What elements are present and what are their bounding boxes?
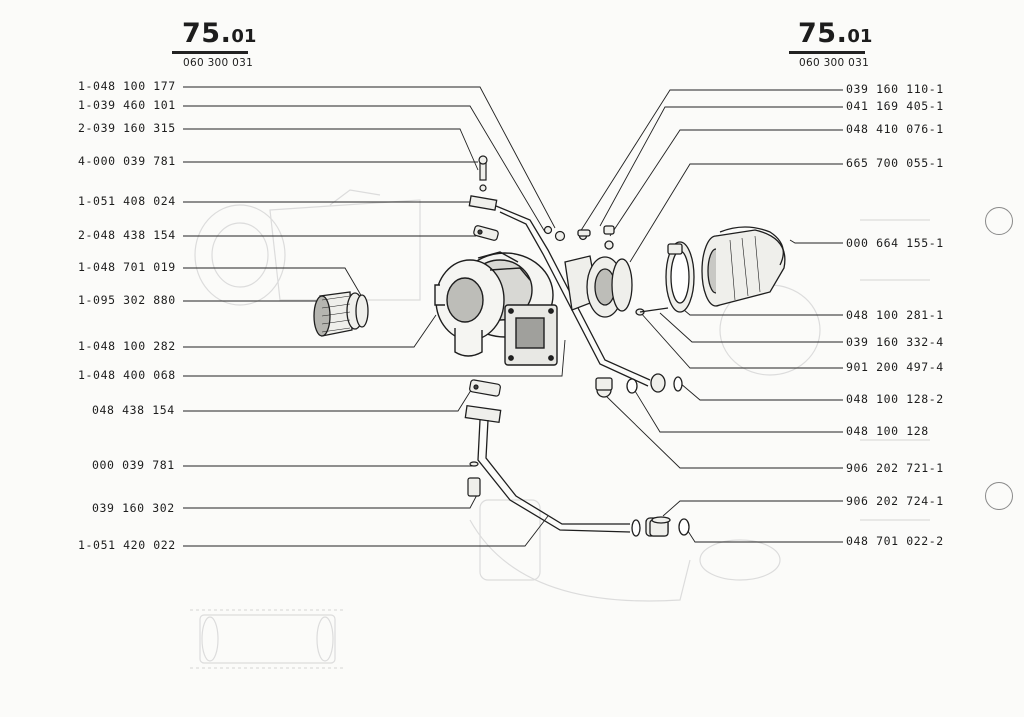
air-inlet-filter [313,291,369,337]
page-number-main: 75. [182,18,232,49]
part-label: 039 160 332-4 [846,335,944,349]
part-label: 041 169 405-1 [846,99,944,113]
part-label: 1-048 100 282 [78,339,176,353]
gaskets-washers [467,155,566,497]
part-label: 2-048 438 154 [78,228,176,242]
part-label: 1-048 400 068 [78,368,176,382]
part-label: 048 100 128 [846,424,929,438]
part-label: 1-095 302 880 [78,293,176,307]
hose-elbow [595,226,786,537]
part-label: 000 039 781 [92,458,175,472]
part-label: 906 202 721-1 [846,461,944,475]
part-label: 039 160 302 [92,501,175,515]
part-label: 048 438 154 [92,403,175,417]
turbocharger [434,251,558,366]
part-label: 048 701 022-2 [846,534,944,548]
part-label: 000 664 155-1 [846,236,944,250]
oil-return-pipe [464,404,690,537]
part-label: 048 410 076-1 [846,122,944,136]
page-code: 060 300 031 [799,57,870,69]
part-label: 048 100 281-1 [846,308,944,322]
header-rule [172,51,248,54]
part-label: 1-051 408 024 [78,194,176,208]
page-number-main: 75. [798,18,848,49]
part-label: 039 160 110-1 [846,82,944,96]
oil-feed-pipe [468,195,683,393]
part-label: 048 100 128-2 [846,392,944,406]
part-label: 901 200 497-4 [846,360,944,374]
page-code: 060 300 031 [183,57,254,69]
part-label: 665 700 055-1 [846,156,944,170]
part-label: 1-051 420 022 [78,538,176,552]
exhaust-flange-assembly [564,225,633,318]
binder-hole [985,482,1013,510]
binder-hole [985,207,1013,235]
part-label: 906 202 724-1 [846,494,944,508]
page-number-sub: 01 [847,26,873,47]
page-number-sub: 01 [231,26,257,47]
part-label: 1-048 100 177 [78,79,176,93]
part-label: 2-039 160 315 [78,121,176,135]
leader-lines-left [183,86,566,547]
show-through-ghost [190,189,930,669]
leader-lines-right [579,89,843,543]
part-label: 4-000 039 781 [78,154,176,168]
part-label: 1-048 701 019 [78,260,176,274]
part-label: 1-039 460 101 [78,98,176,112]
header-rule [789,51,865,54]
